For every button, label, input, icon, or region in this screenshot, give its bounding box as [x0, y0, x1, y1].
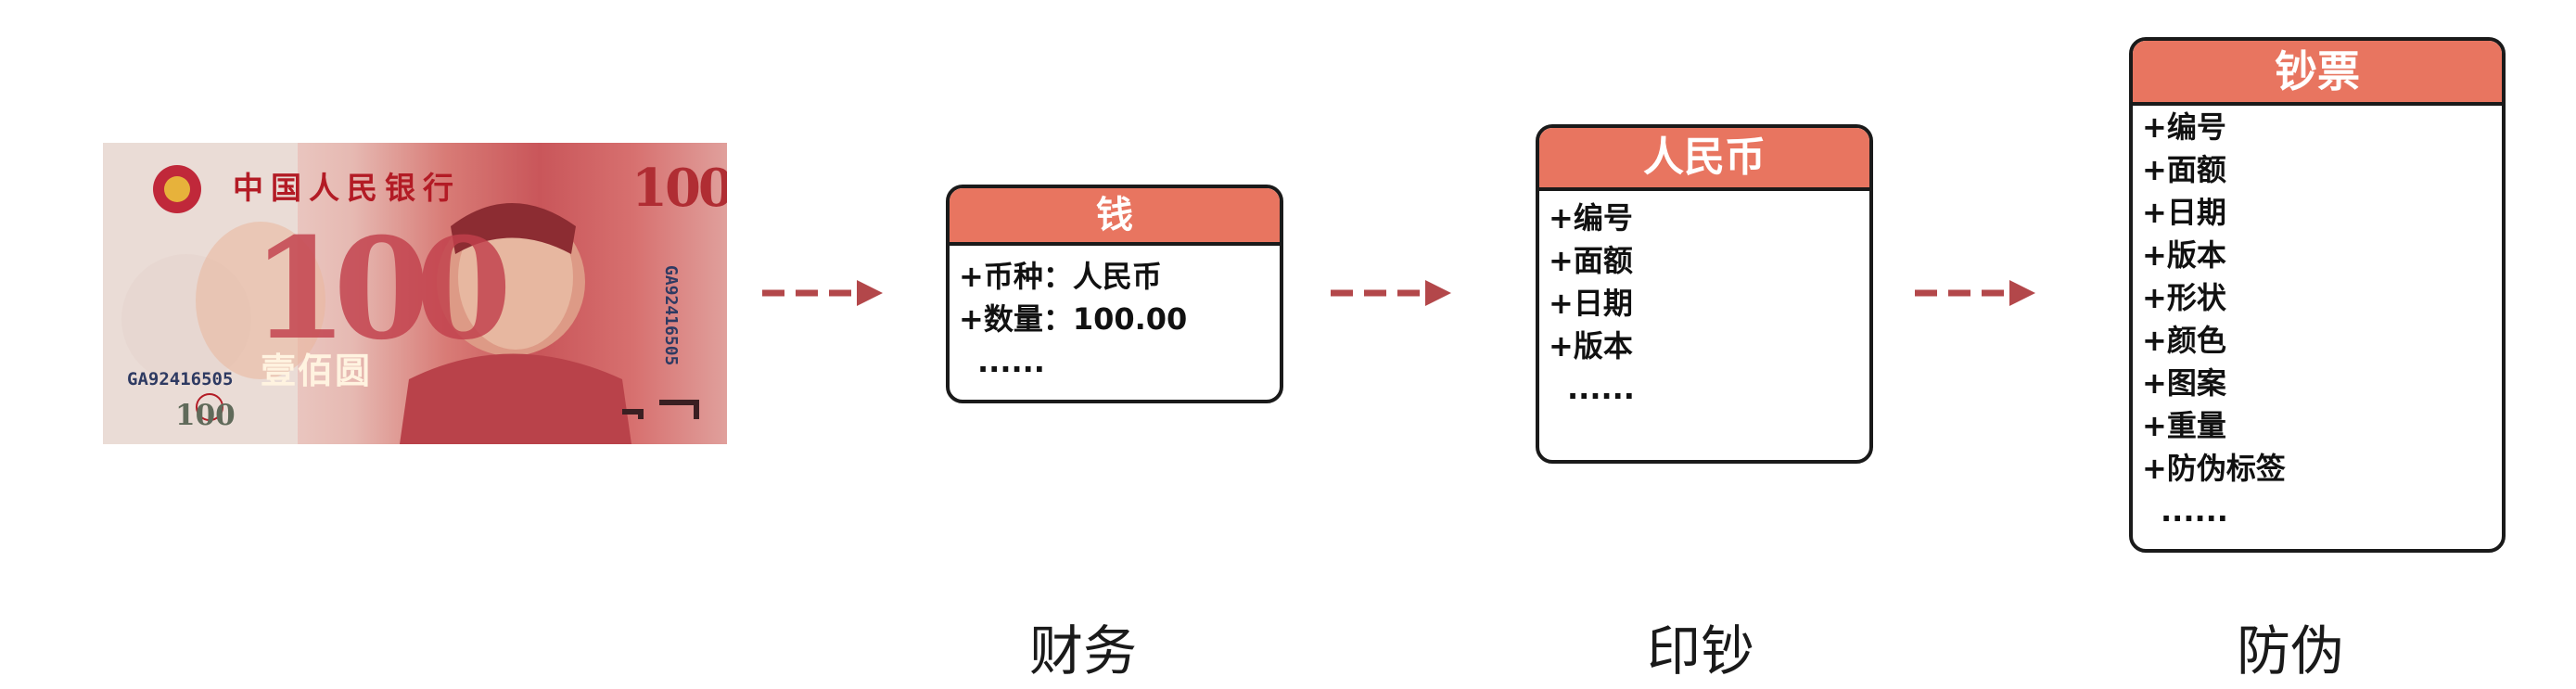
- attribute-item: +防伪标签: [2142, 451, 2286, 486]
- serial-number-vertical: GA92416505: [661, 265, 681, 366]
- dashed-arrow-icon: [1915, 280, 2035, 306]
- class-box-rmb: 人民币 +编号 +面额 +日期 +版本 ......: [1536, 124, 1873, 464]
- large-denomination: 100: [251, 208, 512, 371]
- class-box-banknote: 钞票 +编号 +面额 +日期 +版本 +形状 +颜色 +图案 +重量 +防伪标签…: [2129, 37, 2506, 553]
- attribute-item: +编号: [1549, 200, 1633, 236]
- class-box-attributes: +编号 +面额 +日期 +版本 ......: [1539, 191, 1869, 410]
- ellipsis: ......: [2161, 493, 2228, 529]
- ellipsis: ......: [977, 344, 1045, 379]
- attribute-item: +重量: [2142, 408, 2226, 443]
- class-box-attributes: +币种：人民币 +数量：100.00 ......: [950, 246, 1280, 383]
- attribute-item: +图案: [2142, 365, 2226, 401]
- caption-finance: 财务: [1029, 619, 1138, 683]
- class-box-title: 钞票: [2133, 41, 2502, 106]
- attribute-item: +版本: [2142, 237, 2226, 273]
- serial-number: GA92416505: [127, 369, 234, 389]
- caption-printing: 印钞: [1647, 619, 1755, 683]
- dashed-arrow-icon: [1331, 280, 1451, 306]
- class-box-attributes: +编号 +面额 +日期 +版本 +形状 +颜色 +图案 +重量 +防伪标签 ..…: [2133, 106, 2502, 532]
- attribute-item: +版本: [1549, 328, 1633, 364]
- attribute-item: +编号: [2142, 109, 2226, 145]
- corner-denomination: 100: [631, 158, 727, 219]
- class-box-title: 钱: [950, 188, 1280, 246]
- denomination-text: 壹佰圆: [261, 351, 373, 391]
- caption-anticounterfeit: 防伪: [2237, 619, 2345, 683]
- ellipsis: ......: [1567, 371, 1635, 406]
- attribute-item: +币种：人民币: [959, 259, 1162, 294]
- attribute-item: +面额: [1549, 243, 1633, 278]
- class-box-title: 人民币: [1539, 128, 1869, 191]
- dashed-arrow-icon: [762, 280, 883, 306]
- attribute-item: +日期: [1549, 286, 1633, 321]
- bank-name: 中国人民银行: [233, 170, 461, 206]
- attribute-item: +数量：100.00: [959, 301, 1188, 337]
- attribute-item: +形状: [2142, 280, 2226, 315]
- attribute-item: +颜色: [2142, 323, 2226, 358]
- banknote-image: 中国人民银行 100 100 壹佰圆 GA92416505 100 GA9241…: [103, 143, 727, 444]
- bottom-denomination: 100: [175, 399, 236, 432]
- attribute-item: +面额: [2142, 152, 2226, 187]
- attribute-item: +日期: [2142, 195, 2226, 230]
- class-box-money: 钱 +币种：人民币 +数量：100.00 ......: [946, 185, 1283, 403]
- banknote-background-art: [103, 143, 699, 444]
